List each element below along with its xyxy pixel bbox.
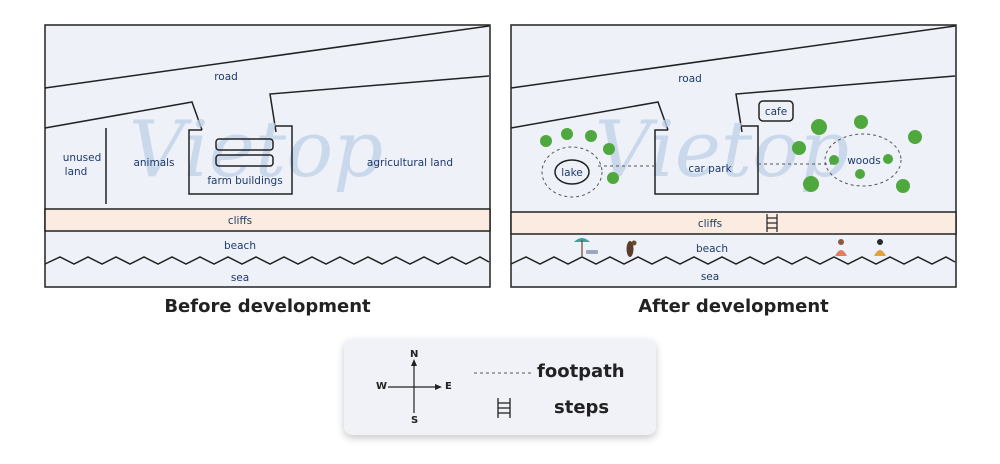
car-park <box>654 125 759 195</box>
beach-umbrella-icon <box>574 238 598 256</box>
sea-label: sea <box>231 272 249 284</box>
tree-icon <box>603 143 615 155</box>
shoreline <box>44 256 490 265</box>
tree-icon <box>792 141 806 155</box>
tree-icon <box>561 128 573 140</box>
steps-icon <box>766 214 778 232</box>
tree-icon <box>585 130 597 142</box>
tree-icon <box>908 130 922 144</box>
road <box>44 25 490 133</box>
lake <box>554 159 590 185</box>
road <box>510 25 956 133</box>
lake-footpath-loop <box>541 146 603 198</box>
tree-icon <box>540 135 552 147</box>
compass-icon <box>388 359 442 413</box>
map-after-development: Vietop <box>510 24 957 288</box>
footpath-symbol <box>474 372 534 374</box>
cafe-label: cafe <box>765 106 787 118</box>
lake-label: lake <box>561 167 583 179</box>
cliffs-label: cliffs <box>228 215 252 227</box>
cafe <box>758 100 794 122</box>
road-label: road <box>214 71 238 83</box>
shoreline <box>510 256 956 265</box>
compass-west-label: W <box>376 381 388 392</box>
sea-label: sea <box>701 271 719 283</box>
cliffs-label: cliffs <box>698 218 722 230</box>
steps-icon <box>497 398 511 418</box>
farm-buildings-label: farm buildings <box>207 175 282 187</box>
footpath-legend-label: footpath <box>537 361 625 382</box>
map-before-development: Vietop road unused land animals farm bui… <box>44 24 491 288</box>
woods-label: woods <box>847 155 881 167</box>
map-legend: N S W E footpath steps <box>344 339 656 435</box>
tree-icon <box>829 155 839 165</box>
tree-icon <box>883 154 893 164</box>
surfer-icon <box>626 240 637 257</box>
animals-label: animals <box>133 157 174 169</box>
map-frame <box>44 24 491 288</box>
tree-icon <box>803 176 819 192</box>
agricultural-land-label: agricultural land <box>367 157 453 169</box>
farm-building <box>215 154 274 167</box>
compass-north-label: N <box>410 349 419 360</box>
sunbather-icon <box>835 239 847 256</box>
trees <box>540 115 922 193</box>
caption-after-development: After development <box>638 296 829 317</box>
farm-compound <box>188 125 293 195</box>
beach-label: beach <box>696 243 728 255</box>
compass-south-label: S <box>411 415 419 426</box>
beach-label: beach <box>224 240 256 252</box>
cliffs <box>44 208 491 232</box>
woods-footpath-loop <box>824 133 902 187</box>
tree-icon <box>896 179 910 193</box>
tree-icon <box>607 172 619 184</box>
steps-legend-label: steps <box>554 397 610 418</box>
caption-before-development: Before development <box>164 296 371 317</box>
unused-land-label: unused <box>63 152 102 164</box>
car-park-label: car park <box>688 163 732 175</box>
compass-east-label: E <box>445 381 452 392</box>
person-icon <box>874 239 886 256</box>
tree-icon <box>854 115 868 129</box>
farm-building <box>215 138 274 151</box>
cliffs <box>510 211 957 235</box>
unused-land-label: land <box>65 166 88 178</box>
tree-icon <box>811 119 827 135</box>
tree-icon <box>855 169 865 179</box>
road-label: road <box>678 73 702 85</box>
